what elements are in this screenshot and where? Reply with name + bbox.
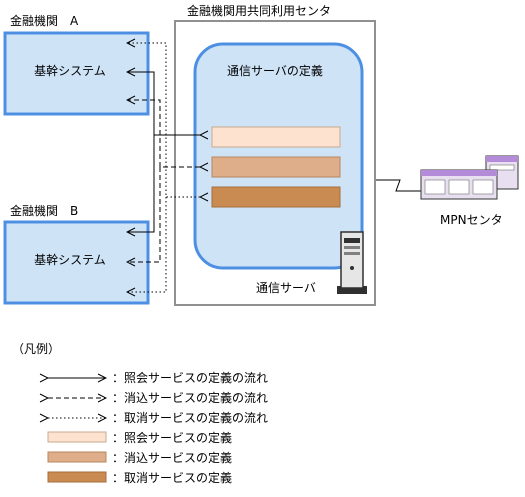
cancel-flow-b <box>127 197 167 292</box>
bank-b-title: 金融機関 B <box>10 203 78 218</box>
legend-label-cancel-flow: ：取消サービスの定義の流れ <box>112 410 268 425</box>
server-icon <box>337 231 367 294</box>
clearing-flow-b <box>127 167 161 262</box>
inquiry-definition-bar <box>211 126 341 148</box>
bank-b-system-label: 基幹システム <box>34 252 106 267</box>
legend-swatch-inquiry <box>47 431 107 443</box>
bank-b-box <box>3 220 150 305</box>
mpn-computer-icon <box>420 155 519 200</box>
center-title: 金融機関用共同利用センタ <box>187 3 331 18</box>
bank-a-box <box>3 31 150 116</box>
legend: （凡例） ：照会サービスの定義の流れ ：消込サービスの定義の流れ ：取消サービス… <box>12 342 268 485</box>
clearing-definition-bar <box>211 156 341 178</box>
legend-label-inquiry: ：照会サービスの定義 <box>112 430 232 445</box>
mpn-label: MPNセンタ <box>440 213 503 227</box>
legend-label-clearing-flow: ：消込サービスの定義の流れ <box>112 390 268 405</box>
cancel-flow-a <box>127 43 200 197</box>
server-label: 通信サーバ <box>256 281 316 295</box>
cancel-definition-bar <box>211 186 341 208</box>
legend-title: （凡例） <box>12 342 60 356</box>
legend-label-inquiry-flow: ：照会サービスの定義の流れ <box>112 370 268 385</box>
mpn-link-line <box>376 179 421 192</box>
service-definition-title: 通信サーバの定義 <box>227 63 323 78</box>
inquiry-flow-b <box>127 135 155 232</box>
bank-a-system-label: 基幹システム <box>34 63 106 78</box>
legend-swatch-cancel <box>47 471 107 483</box>
legend-label-clearing: ：消込サービスの定義 <box>112 450 232 465</box>
bank-a-title: 金融機関 A <box>10 13 79 28</box>
legend-label-cancel: ：取消サービスの定義 <box>112 470 232 485</box>
legend-swatch-clearing <box>47 451 107 463</box>
